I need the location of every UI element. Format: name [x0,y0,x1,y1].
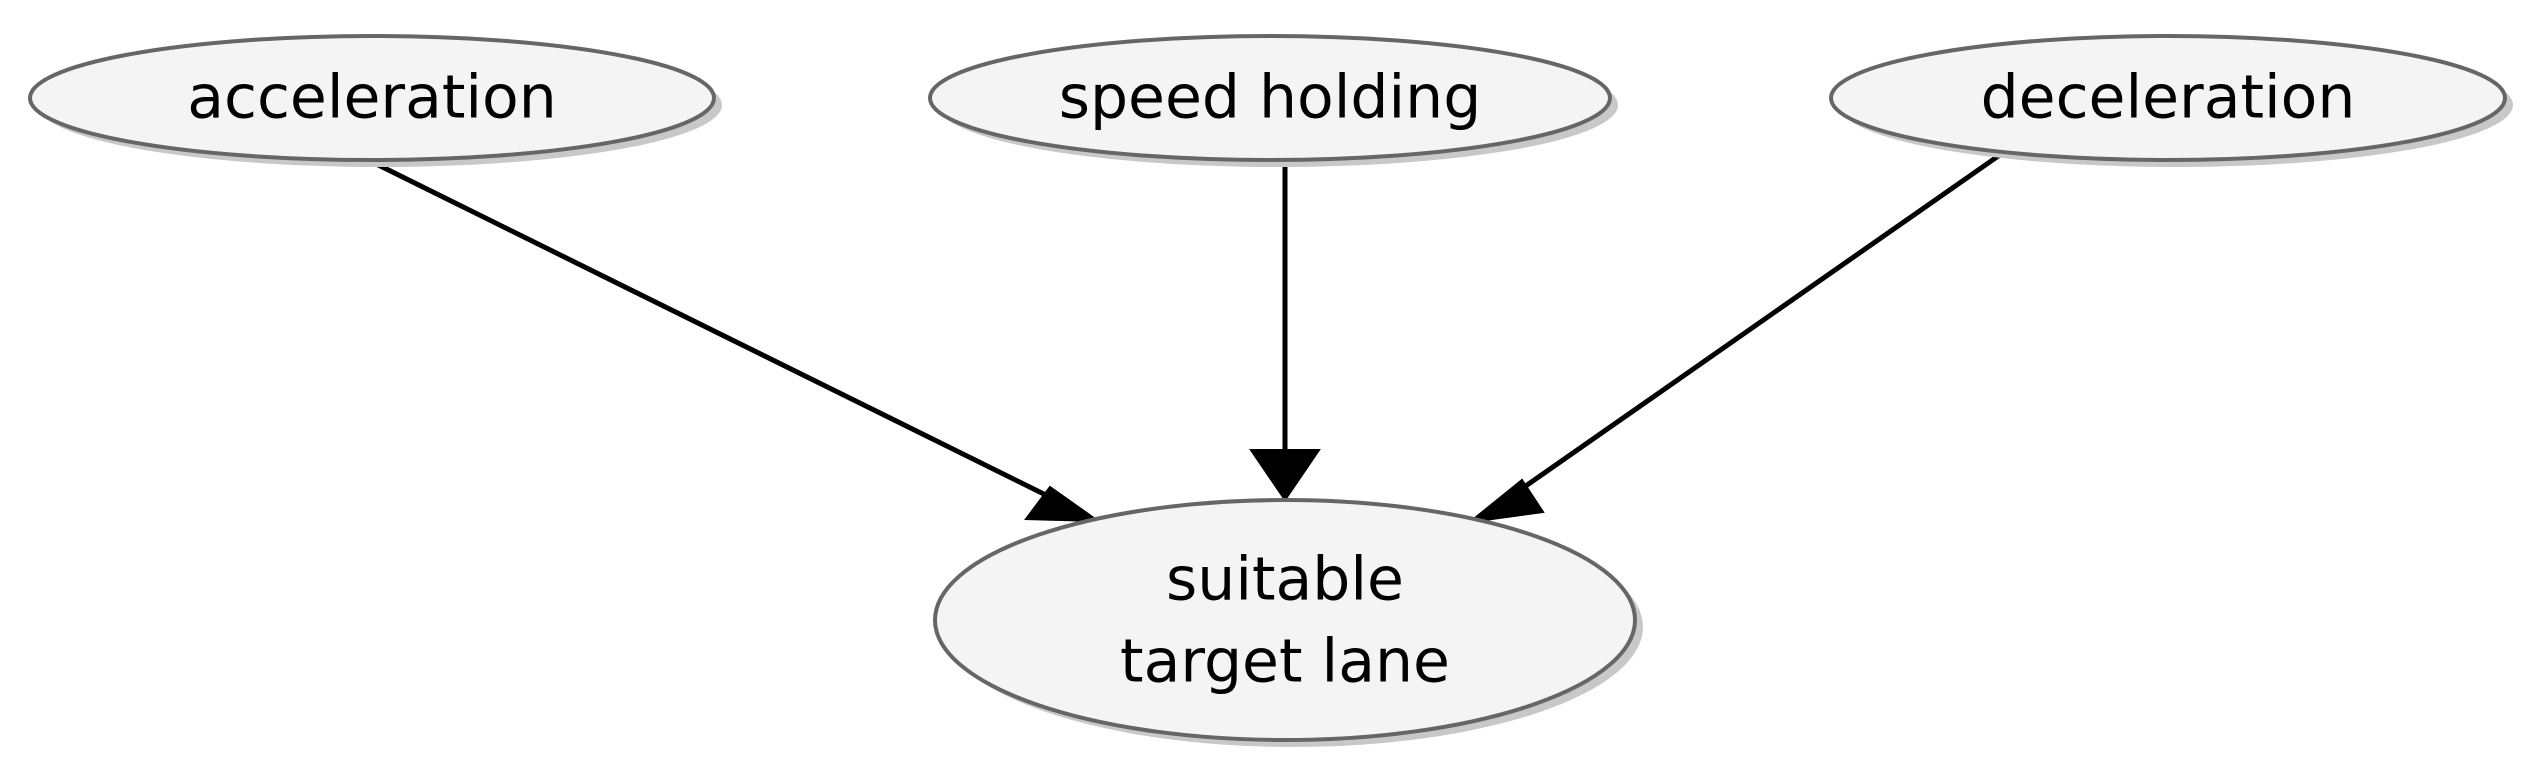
edge-line-deceleration [1508,149,2006,500]
node-deceleration-label: deceleration [1981,63,2356,133]
edge-deceleration-to-target[interactable] [1466,149,2006,524]
node-acceleration-label: acceleration [187,63,557,133]
node-suitable-target-lane-ellipse [933,498,1637,742]
edge-acceleration-to-target[interactable] [350,149,1102,523]
node-deceleration-ellipse [1829,34,2507,162]
node-layer: acceleration speed holding deceleration … [28,34,2513,747]
node-speed-holding-ellipse [928,34,1612,162]
edge-speed-holding-to-target[interactable] [1249,160,1321,502]
node-speed-holding[interactable]: speed holding [928,34,1618,167]
edge-line-acceleration [350,149,1064,506]
node-acceleration-ellipse [28,34,716,162]
node-speed-holding-label: speed holding [1059,63,1482,133]
node-suitable-target-lane-label-line2: target lane [1120,627,1450,697]
arrowhead-acceleration [1024,485,1102,523]
node-suitable-target-lane[interactable]: suitable target lane [933,498,1643,747]
arrowhead-speed-holding [1249,449,1321,502]
node-suitable-target-lane-label-line1: suitable [1166,545,1404,615]
node-acceleration[interactable]: acceleration [28,34,722,167]
edge-layer [350,149,2006,524]
node-deceleration[interactable]: deceleration [1829,34,2513,167]
arrowhead-deceleration [1466,478,1545,524]
